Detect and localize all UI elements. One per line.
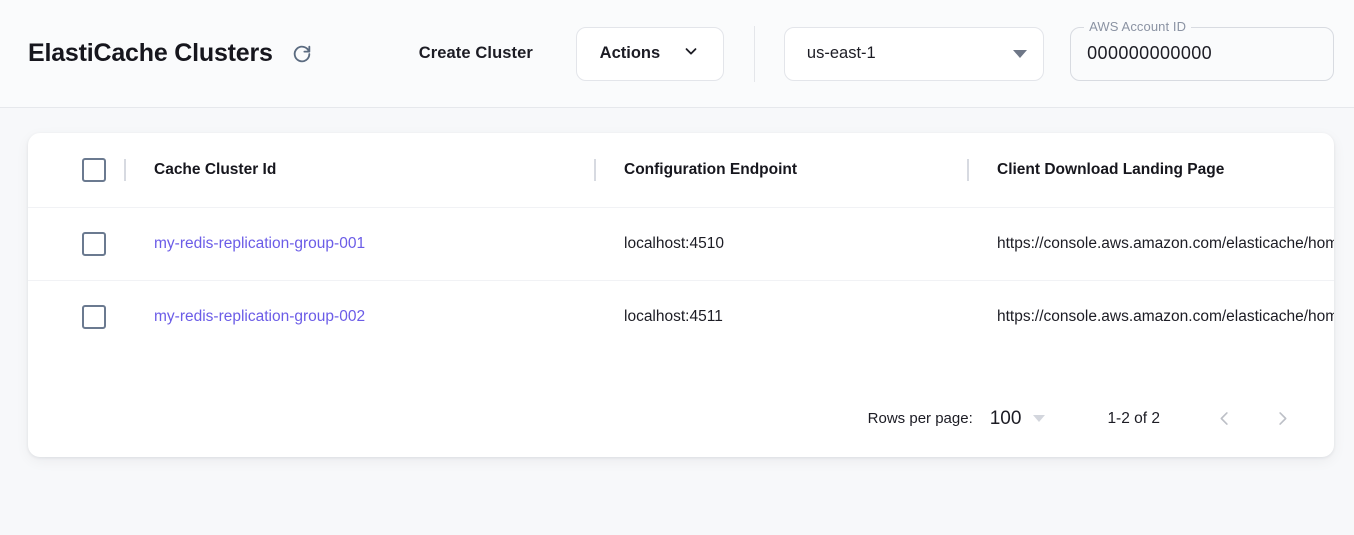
header-divider: [753, 25, 755, 82]
column-header-cache-cluster-id[interactable]: Cache Cluster Id: [124, 133, 594, 208]
page-title: ElastiCache Clusters: [28, 39, 273, 67]
region-select-value: us-east-1: [806, 44, 876, 62]
column-header-configuration-endpoint[interactable]: Configuration Endpoint: [594, 133, 967, 208]
cluster-id-link[interactable]: my-redis-replication-group-001: [154, 235, 366, 252]
cell-client-download-landing-page: https://console.aws.amazon.com/elasticac…: [967, 207, 1334, 281]
select-all-cell: [28, 133, 124, 208]
cell-configuration-endpoint: localhost:4510: [594, 207, 967, 281]
chevron-down-icon: [682, 42, 700, 65]
cell-cache-cluster-id: my-redis-replication-group-001: [124, 207, 594, 281]
actions-button[interactable]: Actions: [575, 26, 724, 81]
table-pagination: Rows per page: 100 1-2 of 2: [28, 380, 1334, 457]
aws-account-id-value: 000000000000: [1087, 43, 1213, 63]
rows-per-page-value: 100: [989, 407, 1022, 429]
landing-page-url: https://console.aws.amazon.com/elasticac…: [997, 235, 1334, 252]
aws-account-id-field[interactable]: AWS Account ID 000000000000: [1070, 18, 1334, 81]
column-header-label: Client Download Landing Page: [997, 161, 1225, 178]
refresh-icon-glyph: [293, 45, 310, 62]
chevron-left-icon: [1220, 412, 1228, 425]
chevron-right-icon: [1278, 412, 1286, 425]
table-row: my-redis-replication-group-001 localhost…: [28, 207, 1334, 281]
triangle-down-icon: [1013, 49, 1028, 58]
table-body: my-redis-replication-group-001 localhost…: [28, 207, 1334, 354]
create-cluster-button[interactable]: Create Cluster: [409, 36, 543, 71]
row-checkbox[interactable]: [82, 305, 106, 330]
row-select-cell: [28, 207, 124, 281]
region-select[interactable]: us-east-1: [783, 26, 1045, 81]
actions-button-label: Actions: [599, 44, 661, 62]
triangle-down-icon: [1033, 415, 1046, 422]
cell-configuration-endpoint: localhost:4511: [594, 280, 967, 354]
column-separator: [967, 159, 969, 181]
aws-account-id-label: AWS Account ID: [1084, 18, 1192, 34]
landing-page-url: https://console.aws.amazon.com/elasticac…: [997, 308, 1334, 326]
clusters-table: Cache Cluster Id Configuration Endpoint …: [28, 133, 1334, 354]
cluster-id-link[interactable]: my-redis-replication-group-002: [154, 308, 366, 326]
app-header: ElastiCache Clusters Create Cluster Acti…: [0, 0, 1354, 108]
column-separator: [594, 159, 596, 181]
column-header-label: Configuration Endpoint: [624, 161, 798, 178]
title-group: ElastiCache Clusters: [28, 39, 317, 69]
table-row: my-redis-replication-group-002 localhost…: [28, 280, 1334, 354]
table-header-row: Cache Cluster Id Configuration Endpoint …: [28, 133, 1334, 208]
next-page-button[interactable]: [1260, 397, 1304, 441]
cell-client-download-landing-page: https://console.aws.amazon.com/elasticac…: [967, 280, 1334, 354]
column-header-label: Cache Cluster Id: [154, 161, 277, 178]
pagination-range: 1-2 of 2: [1107, 409, 1160, 427]
clusters-card: Cache Cluster Id Configuration Endpoint …: [28, 133, 1334, 457]
rows-per-page-select[interactable]: 100: [990, 408, 1046, 430]
row-select-cell: [28, 280, 124, 354]
column-separator: [124, 159, 126, 181]
select-all-checkbox[interactable]: [82, 158, 106, 182]
column-header-client-download-landing-page[interactable]: Client Download Landing Page: [967, 133, 1334, 208]
row-checkbox[interactable]: [82, 232, 106, 256]
cell-cache-cluster-id: my-redis-replication-group-002: [124, 280, 594, 354]
refresh-icon[interactable]: [287, 39, 317, 69]
rows-per-page-label: Rows per page:: [867, 410, 973, 427]
table-header: Cache Cluster Id Configuration Endpoint …: [28, 133, 1334, 208]
previous-page-button[interactable]: [1202, 397, 1246, 441]
